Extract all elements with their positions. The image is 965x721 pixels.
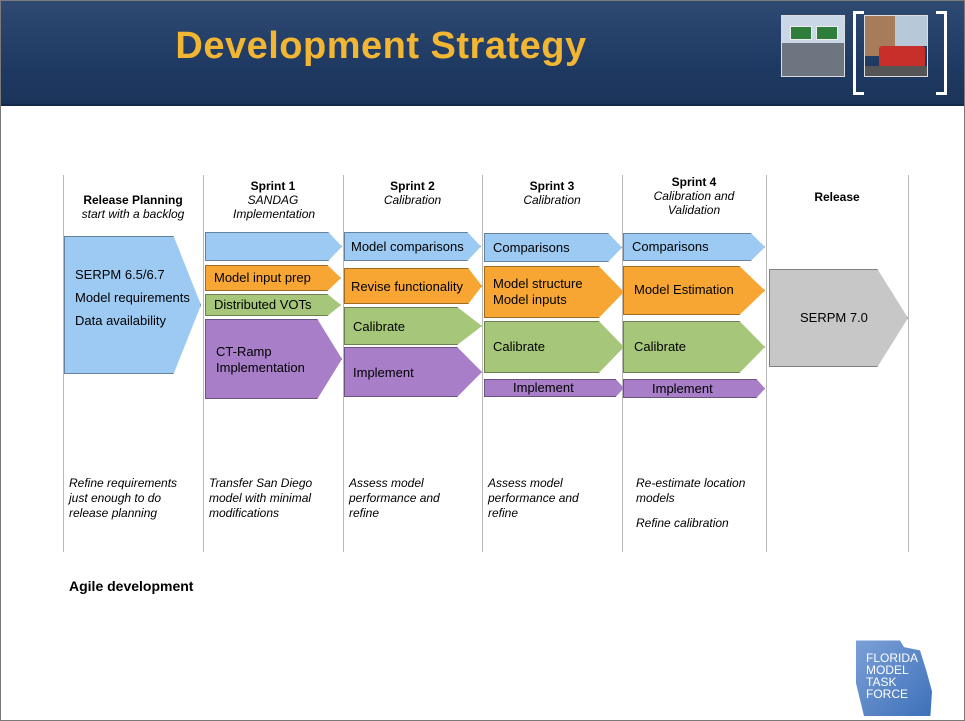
sprint2-calibrate-arrow: Calibrate	[344, 307, 482, 345]
arrow-label: Calibrate	[634, 339, 687, 354]
heading-text: Sprint 4	[671, 175, 717, 189]
sprint1-ctramp-arrow: CT-Ramp Implementation	[205, 319, 342, 399]
sprint2-note: Assess model performance and refine	[349, 476, 440, 520]
sprint4-note: Re-estimate location models	[636, 476, 746, 505]
arrow-label: Implement	[353, 365, 414, 380]
sprint1-input-prep-arrow: Model input prep	[205, 265, 341, 291]
backlog-item: SERPM 6.5/6.7	[75, 267, 165, 282]
backlog-arrow: SERPM 6.5/6.7 Model requirements Data av…	[64, 236, 201, 374]
arrow-label: Calibrate	[353, 319, 406, 334]
bus-photo	[864, 15, 928, 77]
sprint1-note: Transfer San Diego model with minimal mo…	[209, 476, 313, 520]
heading-text: Sprint 3	[529, 179, 575, 193]
subheading-text: start with a backlog	[81, 207, 185, 221]
sprint2-revise-arrow: Revise functionality	[344, 268, 482, 304]
subheading-text: SANDAG Implementation	[233, 193, 316, 221]
arrow-label: Calibrate	[493, 339, 546, 354]
arrow-label: Model structure	[493, 276, 583, 291]
sprint4-note-2: Refine calibration	[636, 516, 729, 530]
heading-text: Release	[814, 190, 860, 204]
column-divider	[343, 175, 344, 552]
photo-bracket-left	[853, 11, 864, 95]
column-heading-sprint-4: Sprint 4 Calibration and Validation	[622, 175, 766, 217]
backlog-item: Model requirements	[75, 290, 190, 305]
column-divider	[63, 175, 64, 552]
arrow-label: Implement	[652, 381, 713, 396]
column-divider	[622, 175, 623, 552]
arrow-label: Implement	[513, 380, 574, 395]
heading-text: Sprint 2	[390, 179, 435, 193]
release-arrow: SERPM 7.0	[769, 269, 908, 367]
sprint1-vots-arrow: Distributed VOTs	[205, 294, 341, 316]
arrow-label: Model comparisons	[351, 239, 464, 254]
column-divider	[766, 175, 767, 552]
slide-title: Development Strategy	[175, 25, 587, 67]
sprint4-comparisons-arrow: Comparisons	[623, 233, 765, 261]
arrow-label: Model input prep	[214, 270, 311, 285]
logo-text: FLORIDA MODEL TASK FORCE	[866, 651, 919, 701]
arrow-label: Comparisons	[493, 240, 570, 255]
sprint3-calibrate-arrow: Calibrate	[484, 321, 624, 373]
sprint3-implement-arrow: Implement	[484, 379, 624, 397]
subheading-text: Calibration	[383, 193, 442, 207]
arrow-label: CT-Ramp	[216, 344, 272, 359]
sprint3-structure-arrow: Model structure Model inputs	[484, 266, 624, 318]
arrow-label: Revise functionality	[351, 279, 463, 294]
arrow-label: SERPM 7.0	[800, 310, 868, 325]
column-divider	[908, 175, 909, 552]
heading-text: Sprint 1	[250, 179, 296, 193]
arrow-label: Implementation	[216, 360, 305, 375]
column-heading-sprint-1: Sprint 1 SANDAG Implementation	[203, 179, 343, 221]
arrow-label: Model inputs	[493, 292, 567, 307]
column-divider	[203, 175, 204, 552]
column-heading-sprint-2: Sprint 2 Calibration	[343, 179, 482, 207]
heading-text: Release Planning	[83, 193, 183, 207]
florida-shape-icon	[856, 640, 932, 716]
arrow-label: Comparisons	[632, 239, 709, 254]
backlog-item: Data availability	[75, 313, 167, 328]
column-heading-release-planning: Release Planning start with a backlog	[63, 193, 203, 221]
arrow-label: Distributed VOTs	[214, 297, 312, 312]
highway-photo	[781, 15, 845, 77]
agile-development-label: Agile development	[69, 578, 194, 594]
sprint3-comparisons-arrow: Comparisons	[484, 233, 622, 262]
sprint2-comparisons-arrow: Model comparisons	[344, 232, 481, 261]
sprint2-implement-arrow: Implement	[344, 347, 482, 397]
photo-bracket-right	[936, 11, 947, 95]
arrow-label: Model Estimation	[634, 282, 734, 297]
subheading-text: Calibration and Validation	[653, 189, 735, 217]
florida-model-task-force-logo: FLORIDA MODEL TASK FORCE	[856, 634, 936, 716]
release-planning-note: Refine requirements just enough to do re…	[69, 476, 178, 520]
title-banner: Development Strategy	[1, 1, 964, 106]
column-heading-sprint-3: Sprint 3 Calibration	[482, 179, 622, 207]
sprint4-calibrate-arrow: Calibrate	[623, 321, 765, 373]
column-divider	[482, 175, 483, 552]
subheading-text: Calibration	[523, 193, 581, 207]
column-heading-release: Release	[766, 190, 908, 204]
sprint3-note: Assess model performance and refine	[488, 476, 579, 520]
sprint1-comparisons-arrow	[205, 232, 342, 261]
sprint4-estimation-arrow: Model Estimation	[623, 266, 765, 315]
sprint4-implement-arrow: Implement	[623, 379, 765, 398]
